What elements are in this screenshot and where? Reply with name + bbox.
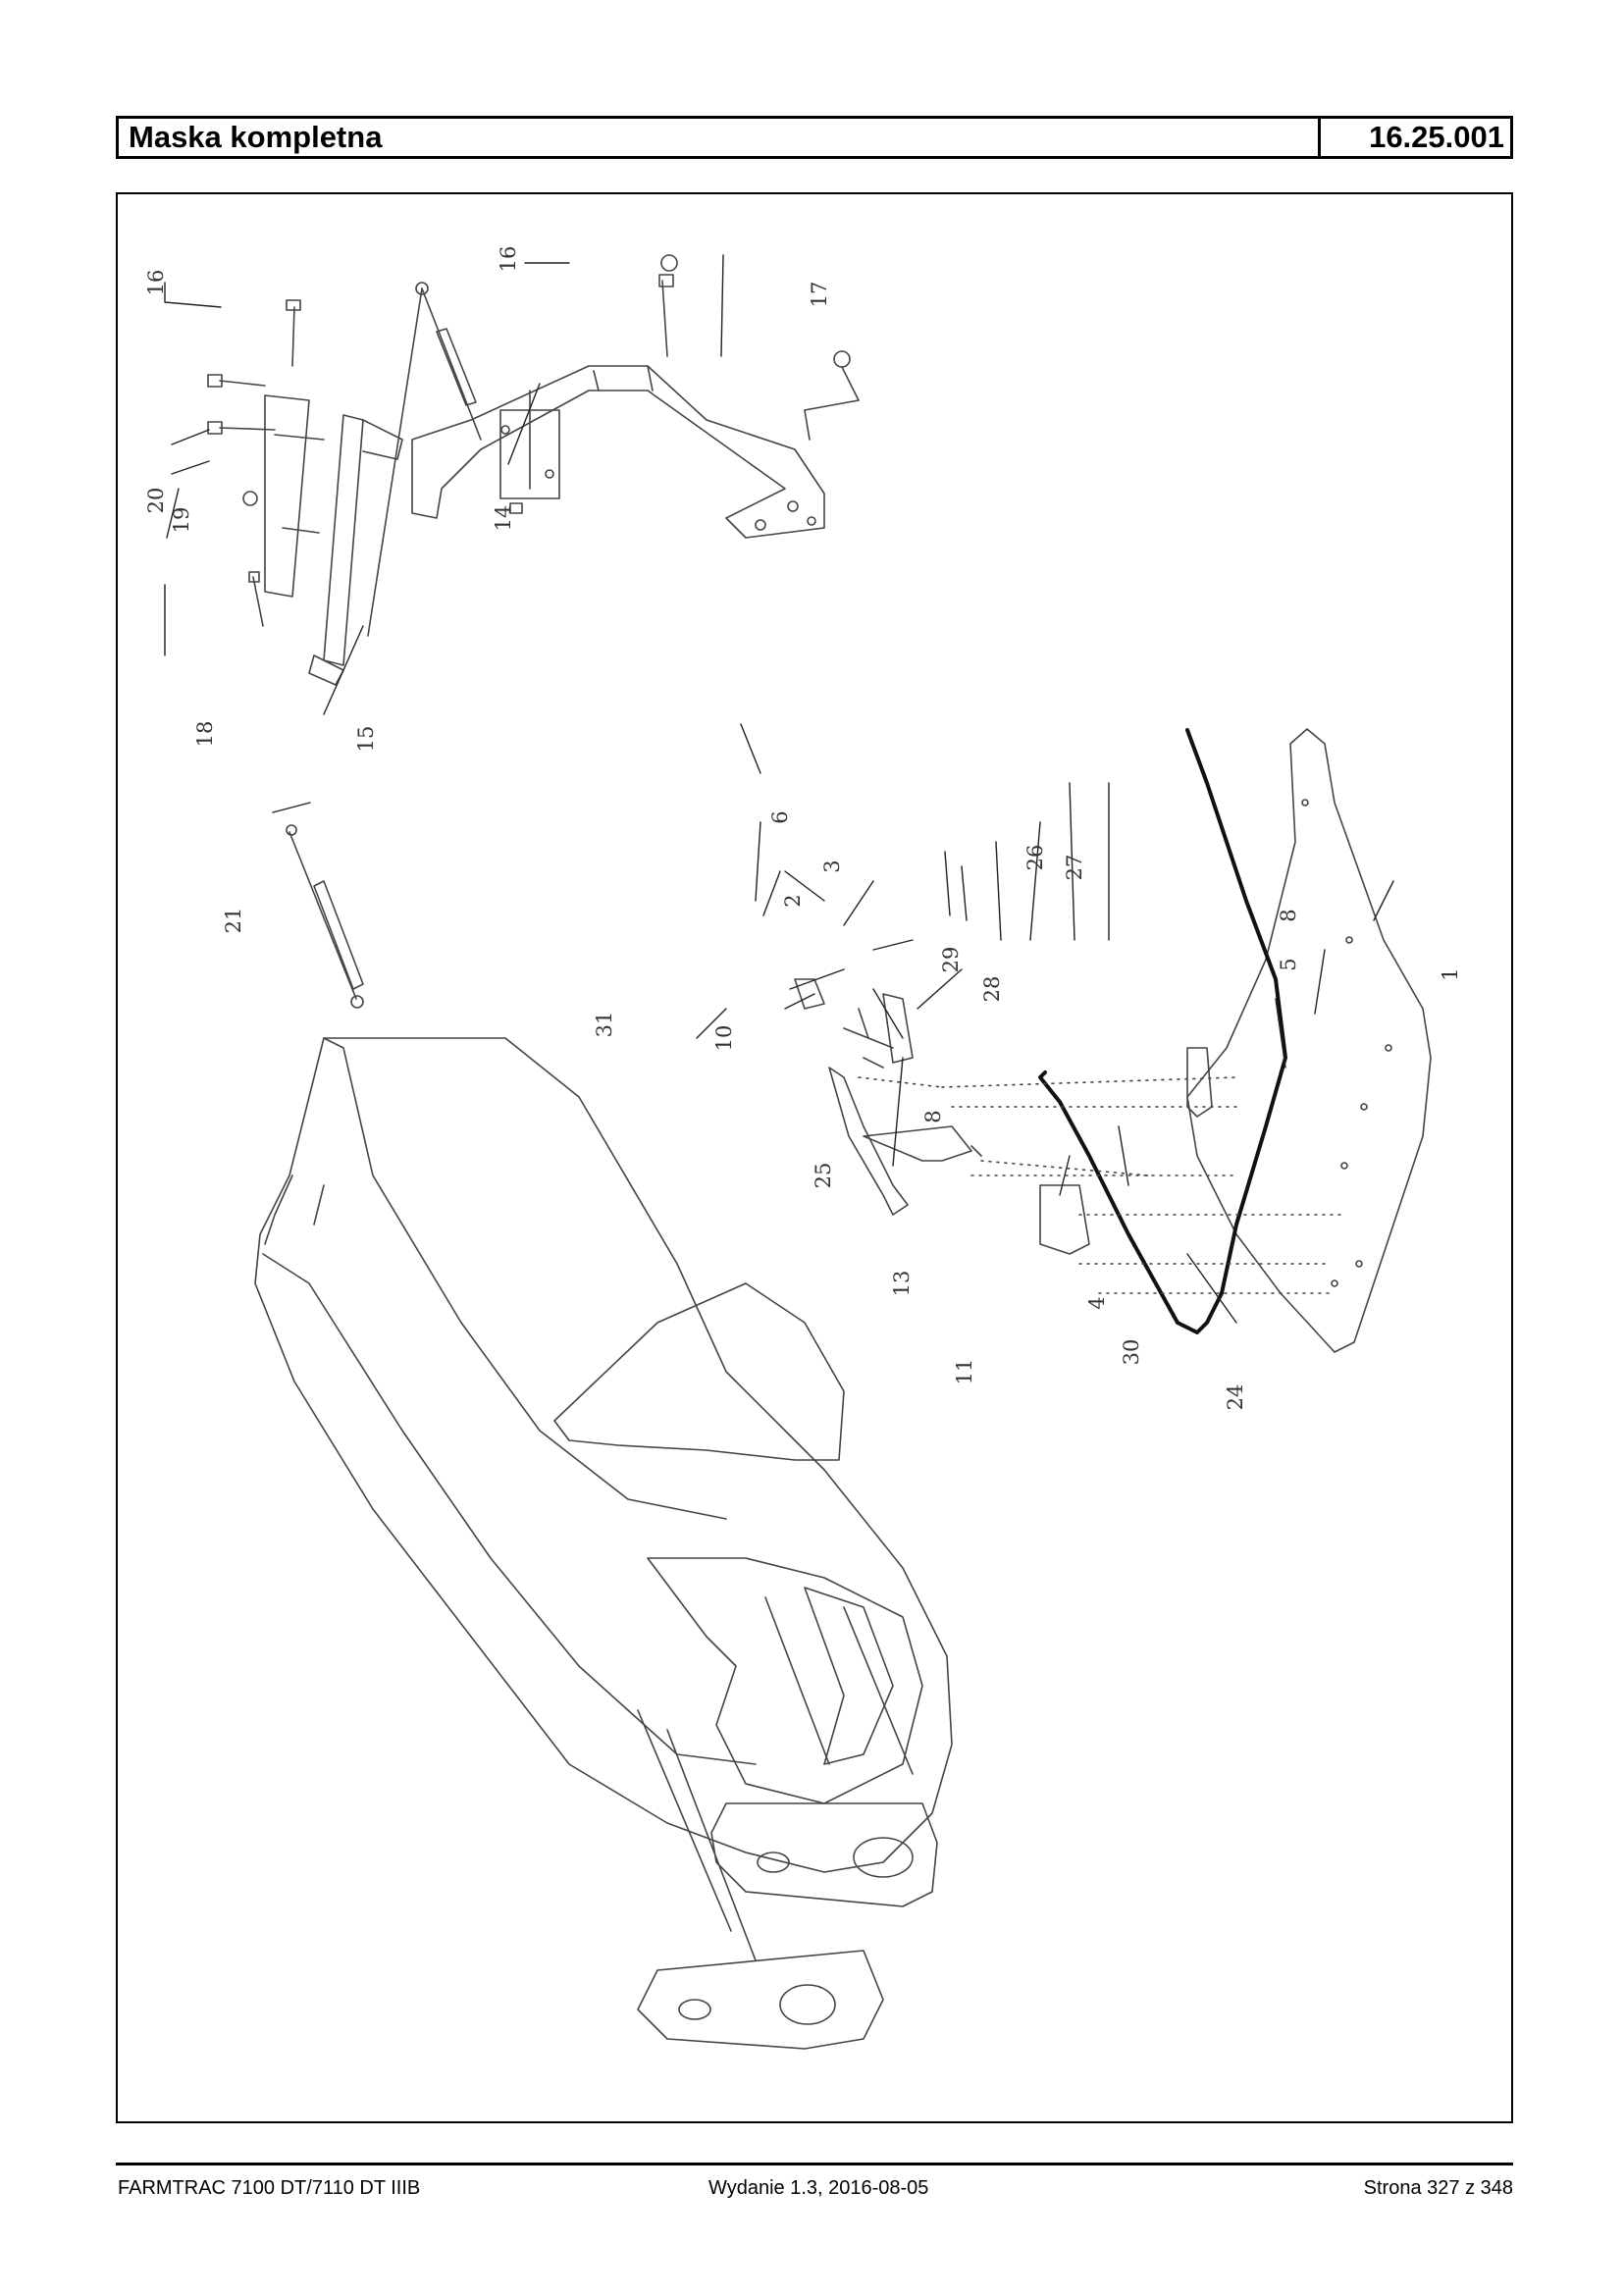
headlight-plate-lower xyxy=(637,1950,884,2050)
callout-8: 8 xyxy=(1277,909,1300,921)
callout-16: 16 xyxy=(144,270,168,296)
footer-edition: Wydanie 1.3, 2016-08-05 xyxy=(708,2177,929,2199)
callout-2: 2 xyxy=(781,894,805,907)
callout-11: 11 xyxy=(953,1359,976,1385)
hood-shell xyxy=(254,1037,953,1961)
hood-support-frame xyxy=(207,254,860,686)
callout-16: 16 xyxy=(497,246,520,273)
callout-28: 28 xyxy=(980,976,1004,1003)
callout-5: 5 xyxy=(1277,958,1300,970)
callout-10: 10 xyxy=(712,1025,736,1052)
gas-strut-21 xyxy=(286,824,364,1009)
page-header: Maska kompletna 16.25.001 xyxy=(116,116,1513,159)
callout-15: 15 xyxy=(354,726,378,753)
callout-31: 31 xyxy=(593,1012,616,1038)
part-group-code: 16.25.001 xyxy=(1318,119,1510,156)
callout-20: 20 xyxy=(144,488,168,514)
callout-29: 29 xyxy=(939,947,963,973)
callout-1: 1 xyxy=(1439,967,1462,980)
hinge-assembly xyxy=(794,978,1345,1294)
base-plate-1 xyxy=(1186,728,1432,1353)
callout-17: 17 xyxy=(808,282,831,308)
callout-30: 30 xyxy=(1120,1339,1143,1366)
seal-strip-24 xyxy=(1038,728,1287,1334)
callout-18: 18 xyxy=(193,721,217,748)
callout-24: 24 xyxy=(1224,1384,1247,1411)
callout-6: 6 xyxy=(768,810,792,823)
footer-page-number: Strona 327 z 348 xyxy=(1363,2177,1513,2199)
callout-27: 27 xyxy=(1063,855,1086,881)
callout-4: 4 xyxy=(1085,1296,1109,1309)
footer-rule xyxy=(116,2163,1513,2165)
callout-21: 21 xyxy=(222,908,245,934)
leader-lines xyxy=(164,254,1394,1324)
callout-8: 8 xyxy=(921,1110,945,1122)
callout-19: 19 xyxy=(170,507,193,534)
footer-model: FARMTRAC 7100 DT/7110 DT IIIB xyxy=(118,2177,421,2199)
callout-26: 26 xyxy=(1023,845,1047,871)
callout-14: 14 xyxy=(492,505,515,532)
callout-25: 25 xyxy=(812,1163,835,1189)
callout-3: 3 xyxy=(820,860,844,872)
headlight-plate-upper xyxy=(710,1802,938,1907)
callout-13: 13 xyxy=(890,1271,914,1297)
page-title: Maska kompletna xyxy=(129,120,383,154)
